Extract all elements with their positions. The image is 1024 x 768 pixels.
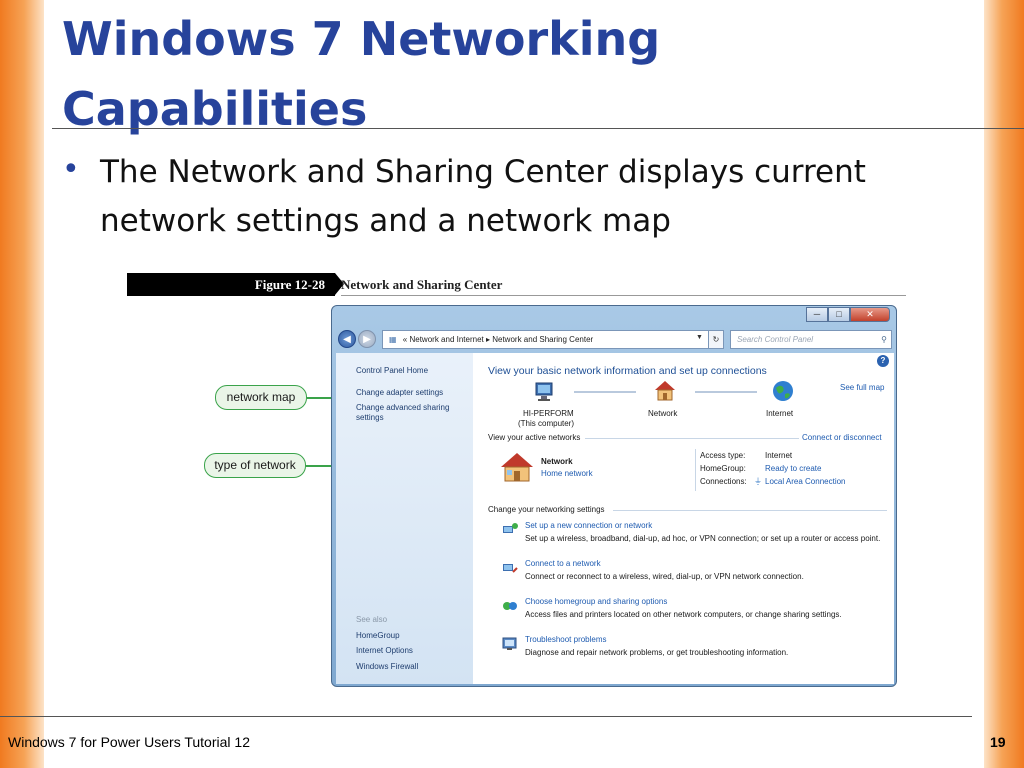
see-full-map-link[interactable]: See full map [840,383,885,392]
help-icon[interactable]: ? [877,355,889,367]
map-internet-label: Internet [766,409,794,418]
connections-label: Connections: [700,477,747,486]
search-placeholder: Search Control Panel [737,335,814,344]
main-content-pane: ? View your basic network information an… [473,353,894,684]
figure-caption: Network and Sharing Center [341,277,503,292]
task-new-connection-link[interactable]: Set up a new connection or network [525,521,653,530]
figure-label: Figure 12-28 [127,273,335,296]
computer-icon [535,382,553,401]
homegroup-link[interactable]: HomeGroup [356,631,400,640]
title-divider [52,128,1024,129]
network-sharing-center-window: ─ □ ✕ ◀ ▶ ▦ « Network and Internet ▸ Net… [331,305,897,687]
active-network-name: Network [541,457,573,466]
address-bar[interactable]: ▦ « Network and Internet ▸ Network and S… [382,330,722,349]
close-button[interactable]: ✕ [850,307,890,322]
breadcrumb-network-sharing-center[interactable]: Network and Sharing Center [492,335,594,344]
search-input[interactable]: Search Control Panel ⚲ [730,330,892,349]
footer-text: Windows 7 for Power Users Tutorial 12 [8,734,250,750]
map-link-network-internet [695,391,757,393]
search-icon[interactable]: ⚲ [881,335,887,344]
maximize-button[interactable]: □ [828,307,850,322]
task-homegroup-link[interactable]: Choose homegroup and sharing options [525,597,668,606]
active-network-vertical-divider [695,449,696,491]
task-troubleshoot-desc: Diagnose and repair network problems, or… [525,648,789,657]
slide-title: Windows 7 Networking Capabilities [62,12,661,136]
network-house-icon [655,381,675,401]
left-task-pane: Control Panel Home Change adapter settin… [336,353,473,684]
breadcrumb-network-and-internet[interactable]: Network and Internet [409,335,484,344]
change-settings-divider [613,510,887,511]
task-troubleshoot-link[interactable]: Troubleshoot problems [525,635,607,644]
homegroup-sharing-icon [503,602,517,610]
bullet-item: • The Network and Sharing Center display… [62,148,962,246]
figure-caption-rule [341,295,906,296]
task-new-connection-desc: Set up a wireless, broadband, dial-up, a… [525,534,881,543]
access-type-value: Internet [765,451,793,460]
back-button[interactable]: ◀ [338,330,356,348]
home-network-house-icon [501,453,533,482]
windows-firewall-link[interactable]: Windows Firewall [356,662,419,671]
ethernet-icon: ⏚ [754,477,762,486]
active-networks-label: View your active networks [488,433,581,442]
troubleshoot-icon [502,637,517,650]
connect-to-network-icon [503,564,518,573]
local-area-connection-link[interactable]: Local Area Connection [765,477,846,486]
control-panel-home-link[interactable]: Control Panel Home [356,366,429,375]
task-connect-network-desc: Connect or reconnect to a wireless, wire… [525,572,804,581]
figure-caption-bar: Figure 12-28 Network and Sharing Center [127,273,906,296]
home-network-link[interactable]: Home network [541,469,593,478]
navigation-toolbar: ◀ ▶ ▦ « Network and Internet ▸ Network a… [336,328,892,350]
bullet-text: The Network and Sharing Center displays … [100,154,866,239]
internet-globe-icon [773,381,793,401]
access-type-label: Access type: [700,451,746,460]
map-link-computer-network [574,391,636,393]
address-prefix: « [402,335,408,344]
breadcrumb-separator-icon: ▸ [485,335,490,344]
see-also-label: See also [356,615,388,624]
ready-to-create-link[interactable]: Ready to create [765,464,822,473]
minimize-button[interactable]: ─ [806,307,828,322]
callout-network-map: network map [215,385,307,410]
map-network-label: Network [648,409,678,418]
task-connect-network-link[interactable]: Connect to a network [525,559,601,568]
main-heading: View your basic network information and … [488,365,767,377]
change-advanced-sharing-link[interactable]: Change advanced sharing settings [356,403,450,422]
callout-type-of-network: type of network [204,453,306,478]
active-networks-divider [585,438,799,439]
left-accent-bar [0,0,44,768]
computer-name: HI-PERFORM [523,409,574,418]
refresh-button[interactable]: ↻ [708,330,724,349]
page-number: 19 [990,734,1006,750]
right-accent-bar [984,0,1024,768]
new-connection-icon [503,523,518,533]
homegroup-label: HomeGroup: [700,464,746,473]
address-dropdown-icon[interactable]: ▼ [696,334,703,341]
footer-divider [0,716,972,717]
bullet-dot-icon: • [62,152,80,187]
forward-button[interactable]: ▶ [358,330,376,348]
window-controls: ─ □ ✕ [806,307,890,323]
task-homegroup-desc: Access files and printers located on oth… [525,610,842,619]
internet-options-link[interactable]: Internet Options [356,646,413,655]
network-folder-icon: ▦ [389,335,397,344]
connect-or-disconnect-link[interactable]: Connect or disconnect [802,433,882,442]
change-settings-label: Change your networking settings [488,505,605,514]
computer-subtitle: (This computer) [518,419,575,428]
figure-label-arrow [335,273,344,295]
change-adapter-settings-link[interactable]: Change adapter settings [356,388,444,397]
